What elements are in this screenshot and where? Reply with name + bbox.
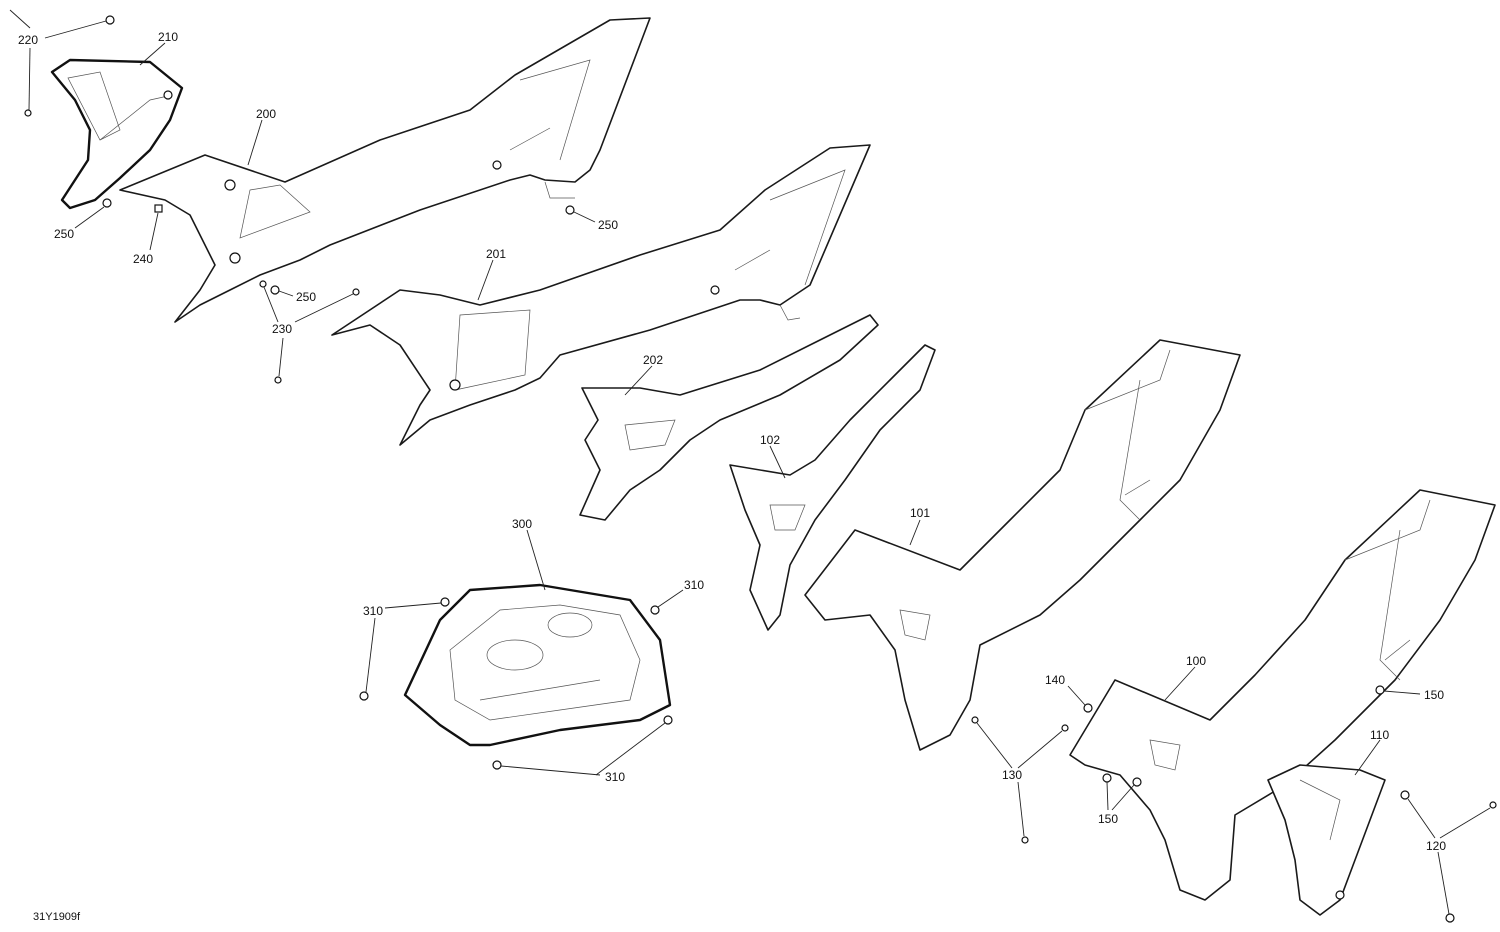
callout-220: 220 — [18, 33, 38, 47]
document-id: 31Y1909f — [33, 911, 81, 923]
fastener-130-b — [1061, 724, 1069, 732]
fastener-310-b — [650, 605, 660, 615]
fastener-230-c — [274, 376, 282, 384]
callout-101: 101 — [910, 506, 930, 520]
callout-labels: 220 210 200 250 240 250 250 230 201 202 … — [18, 30, 1446, 923]
part-102-shield — [729, 344, 936, 631]
fastener-250-b — [565, 205, 575, 215]
part-101-panel — [804, 339, 1241, 751]
part-100-panel — [1069, 489, 1496, 901]
fastener-150-b — [1102, 773, 1112, 783]
callout-100: 100 — [1186, 654, 1206, 668]
callout-250-left: 250 — [54, 227, 74, 241]
callout-202: 202 — [643, 353, 663, 367]
fastener-130-c — [1021, 836, 1029, 844]
callout-102: 102 — [760, 433, 780, 447]
fastener-150-a — [1375, 685, 1385, 695]
fastener-230-a — [259, 280, 267, 288]
fasteners — [24, 15, 1497, 923]
fastener-240 — [154, 204, 163, 213]
fastener-310-c — [359, 691, 369, 701]
fastener-310-a — [440, 597, 450, 607]
callout-310-top-right: 310 — [684, 578, 704, 592]
fastener-310-e — [492, 760, 502, 770]
fastener-130-a — [971, 716, 979, 724]
part-300-tray — [403, 583, 672, 747]
fastener-250-c — [270, 285, 280, 295]
part-201-panel — [331, 144, 871, 446]
callout-300: 300 — [512, 517, 532, 531]
callout-140: 140 — [1045, 673, 1065, 687]
fastener-250-a — [102, 198, 112, 208]
part-110-panel — [1267, 764, 1386, 916]
callout-310-top-left: 310 — [363, 604, 383, 618]
fastener-220-top — [105, 15, 115, 25]
fastener-120-b — [1489, 801, 1497, 809]
fastener-220-bottom — [24, 109, 32, 117]
callout-120: 120 — [1426, 839, 1446, 853]
fastener-150-c — [1132, 777, 1142, 787]
callout-230: 230 — [272, 322, 292, 336]
callout-310-bottom: 310 — [605, 770, 625, 784]
callout-250-mid: 250 — [296, 290, 316, 304]
callout-201: 201 — [486, 247, 506, 261]
fastener-230-b — [352, 288, 360, 296]
fastener-310-d — [663, 715, 673, 725]
fastener-120-a — [1400, 790, 1410, 800]
callout-110: 110 — [1370, 728, 1389, 742]
part-202-shield — [579, 314, 879, 521]
callout-150-left: 150 — [1098, 812, 1118, 826]
callout-210: 210 — [158, 30, 178, 44]
fastener-140 — [1083, 703, 1093, 713]
callout-200: 200 — [256, 107, 276, 121]
callout-250-right: 250 — [598, 218, 618, 232]
callout-150-right: 150 — [1424, 688, 1444, 702]
part-200-panel — [119, 17, 651, 323]
leader-lines — [9, 9, 1491, 915]
part-210-panel — [50, 58, 184, 210]
callout-130: 130 — [1002, 768, 1022, 782]
callout-240: 240 — [133, 252, 153, 266]
fastener-120-c — [1445, 913, 1455, 923]
